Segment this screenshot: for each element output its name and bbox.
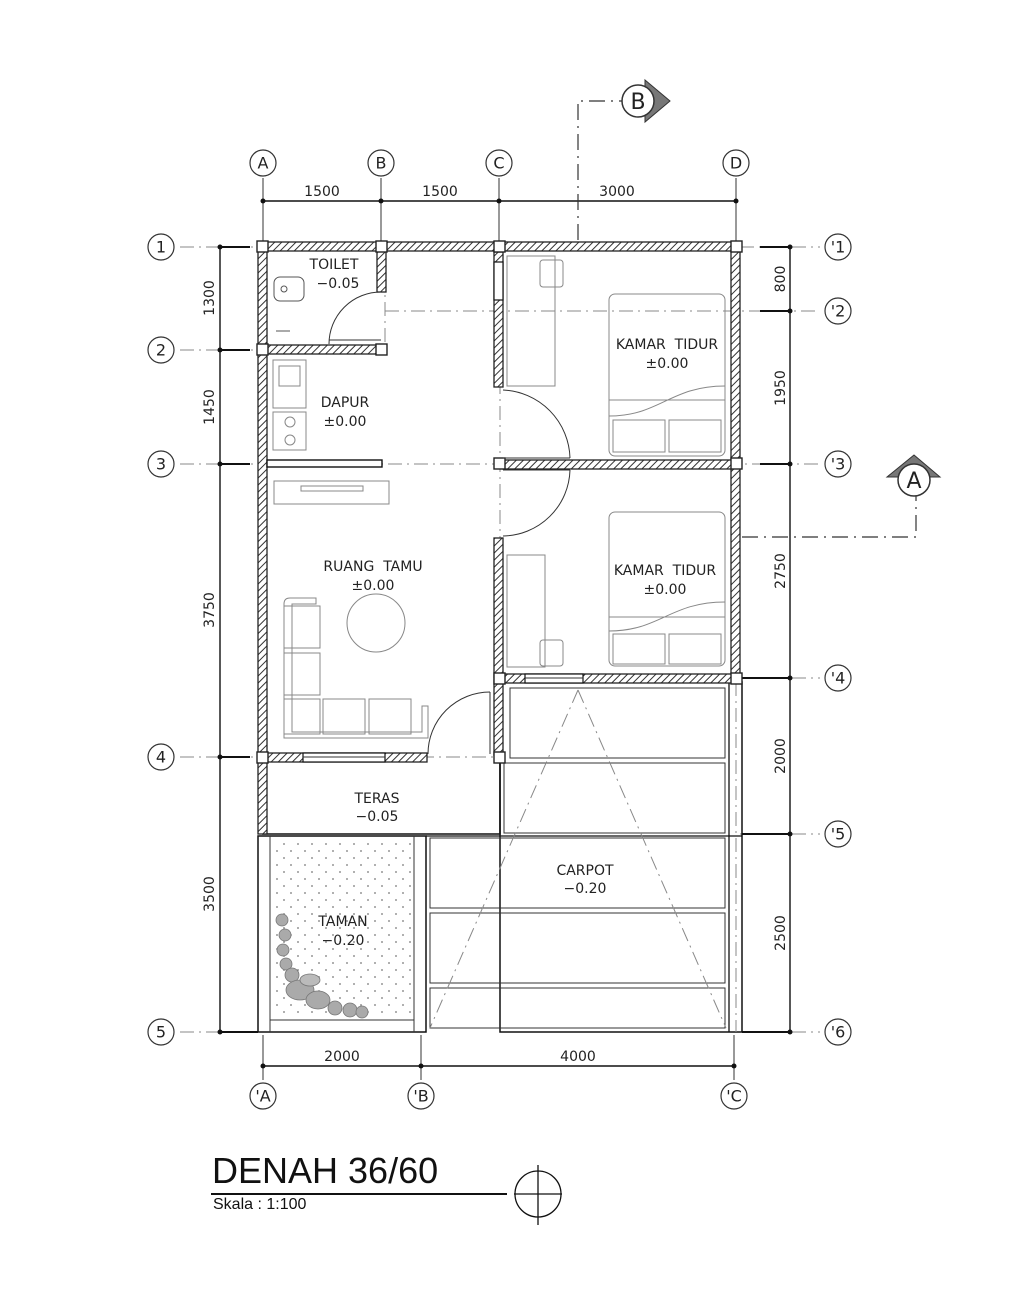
dimension-top: 1500 1500 3000 [260,178,739,244]
bed-icon [608,293,726,457]
grid-label-r4: '4 [831,669,846,688]
furniture [272,255,726,739]
dimension-left: 1300 1450 3750 3500 [202,244,258,1035]
section-marker-a: A [742,454,942,538]
room-teras-level: −0.05 [356,809,399,825]
plant-icon [275,913,369,1019]
garden-area [257,835,427,1033]
coffee-table-icon [346,593,406,653]
room-kamar1-level: ±0.00 [646,356,689,372]
drawing-title: DENAH 36/60 [212,1150,439,1191]
dim-left-2: 1450 [202,389,218,425]
dimension-right: 800 1950 2750 2000 2500 [742,244,793,1035]
room-ruangtamu-name: RUANG TAMU [323,559,422,575]
section-label-a: A [906,469,921,494]
dim-bottom-2: 4000 [560,1049,596,1065]
room-dapur-name: DAPUR [321,395,370,411]
grid-label-1: 1 [156,238,166,257]
dim-left-3: 3750 [202,592,218,628]
carport-area [426,681,743,1033]
grid-label-pA: 'A [255,1087,270,1106]
grid-label-D: D [730,154,742,173]
room-kamar2-level: ±0.00 [644,582,687,598]
grid-label-3: 3 [156,455,166,474]
dim-top-1: 1500 [304,184,340,200]
room-carpot-name: CARPOT [556,863,614,879]
dim-top-2: 1500 [422,184,458,200]
sofa-icon [283,597,429,739]
dim-right-2: 1950 [773,370,789,406]
north-arrow-icon [514,1165,562,1225]
title-underline [211,1193,507,1195]
grid-label-r3: '3 [831,455,846,474]
grid-label-A: A [258,154,269,173]
dim-bottom-1: 2000 [324,1049,360,1065]
grid-bubbles-left: 1 2 3 4 5 [147,233,175,1046]
kitchen-fixtures-icon [272,359,307,451]
grid-label-4: 4 [156,748,166,767]
bed-icon [608,511,726,667]
drawing-scale: Skala : 1:100 [213,1196,307,1213]
grid-label-B: B [376,154,387,173]
dim-right-4: 2000 [773,738,789,774]
grid-label-2: 2 [156,341,166,360]
room-taman-level: −0.20 [322,933,365,949]
grid-bubbles-top: A B C D [249,149,750,177]
room-carpot-level: −0.20 [564,881,607,897]
dim-left-4: 3500 [202,876,218,912]
room-labels: TOILET −0.05 DAPUR ±0.00 RUANG TAMU ±0.0… [309,257,719,949]
grid-label-r5: '5 [831,825,846,844]
room-toilet-level: −0.05 [317,276,360,292]
dim-right-3: 2750 [773,553,789,589]
grid-bubbles-bottom: 'A 'B 'C [249,1082,748,1110]
grid-label-r2: '2 [831,302,846,321]
room-kamar2-name: KAMAR TIDUR [614,563,717,579]
dim-left-1: 1300 [202,280,218,316]
room-kamar1-name: KAMAR TIDUR [616,337,719,353]
dim-right-5: 2500 [773,915,789,951]
grid-label-C: C [493,154,504,173]
dim-right-1: 800 [773,266,789,293]
doors [328,291,571,755]
grid-label-5: 5 [156,1023,166,1042]
grid-label-r1: '1 [831,238,846,257]
grid-label-r6: '6 [831,1023,846,1042]
room-toilet-name: TOILET [309,257,359,273]
toilet-fixture-icon [273,276,305,332]
room-taman-name: TAMAN [317,914,367,930]
room-dapur-level: ±0.00 [324,414,367,430]
grid-label-pC: 'C [726,1087,742,1106]
grid-label-pB: 'B [413,1087,428,1106]
section-marker-b: B [577,78,671,240]
windows [302,261,584,763]
grid-bubbles-right: '1 '2 '3 '4 '5 '6 [824,233,852,1046]
dim-top-3: 3000 [599,184,635,200]
dimension-bottom: 2000 4000 [260,1035,737,1080]
columns [256,240,743,764]
teras-area [262,760,501,835]
room-ruangtamu-level: ±0.00 [352,578,395,594]
section-label-b: B [630,90,645,115]
room-teras-name: TERAS [353,791,399,807]
